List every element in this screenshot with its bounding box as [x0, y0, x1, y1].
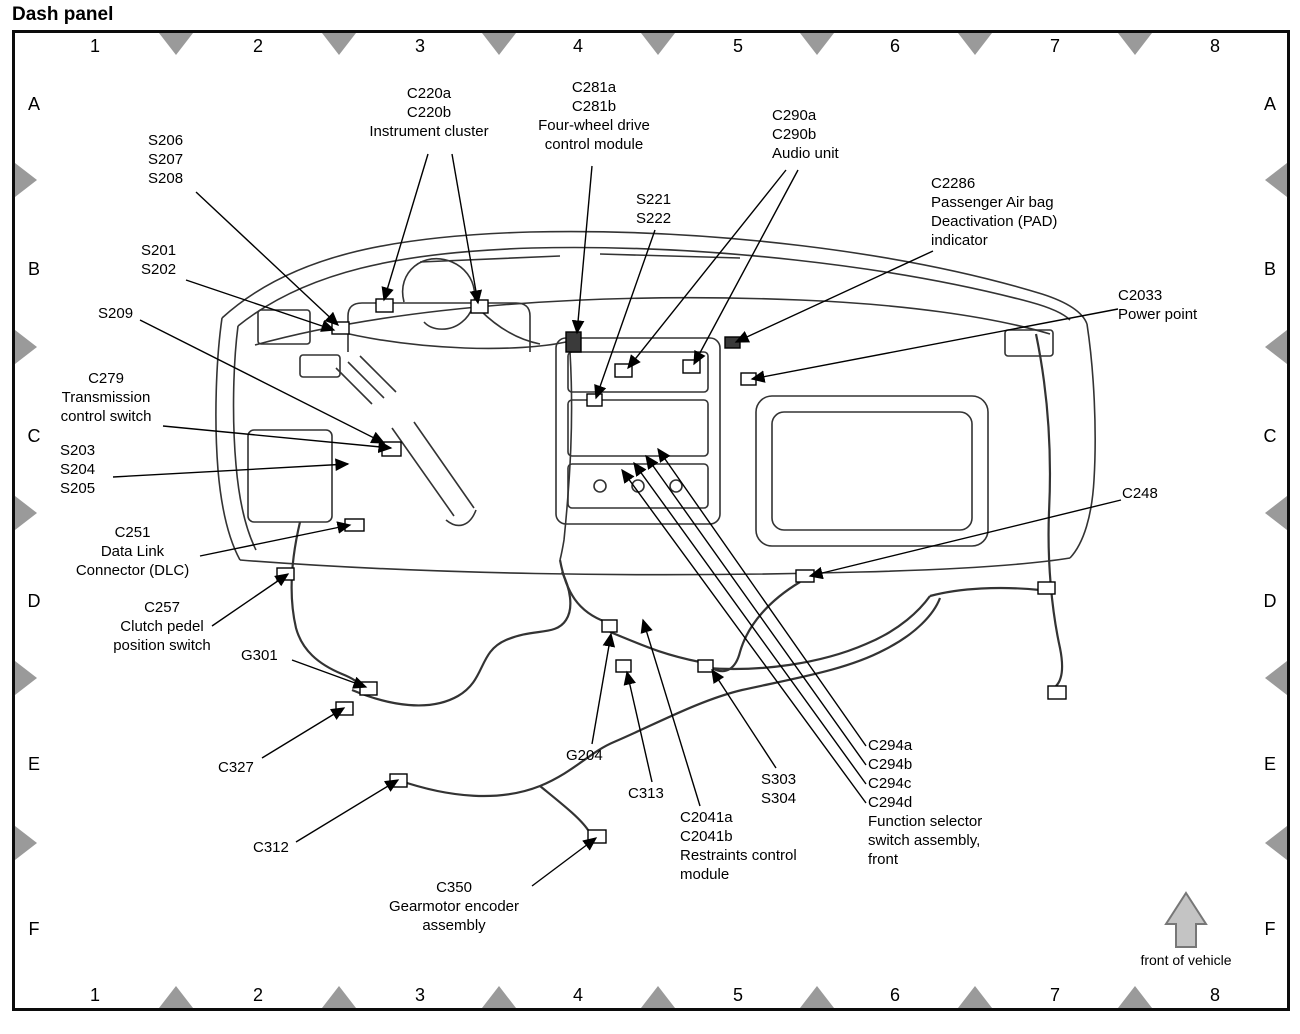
callout-s201-s202: S201 S202 — [141, 242, 177, 278]
wiring-harness — [290, 333, 1064, 831]
grid-marker-icon — [1265, 826, 1287, 860]
grid-marker-icon — [958, 33, 992, 55]
page-title: Dash panel — [12, 4, 114, 25]
callout-clutch-switch: C257 Clutch pedel position switch — [113, 599, 211, 654]
grid-col-label: 1 — [89, 985, 100, 1005]
grid-row-label: F — [28, 919, 40, 939]
grid-row-label: D — [27, 591, 41, 611]
grid-marker-icon — [15, 496, 37, 530]
grid-col-label: 1 — [89, 36, 100, 56]
callout-c248: C248 — [1122, 485, 1158, 502]
grid-marker-icon — [1265, 496, 1287, 530]
grid-row-label: D — [1263, 591, 1277, 611]
callout-c313: C313 — [628, 785, 664, 802]
callout-audio-unit: C290a C290b Audio unit — [772, 107, 839, 162]
callout-power-point: C2033 Power point — [1118, 287, 1198, 323]
grid-col-label: 8 — [1209, 36, 1220, 56]
front-of-vehicle-arrow-icon — [1164, 891, 1208, 948]
grid-row-label: C — [1263, 426, 1277, 446]
grid-col-label: 3 — [414, 985, 425, 1005]
grid-marker-icon — [322, 33, 356, 55]
callout-function-selector: C294a C294b C294c C294d Function selecto… — [868, 737, 983, 868]
grid-col-label: 5 — [732, 985, 743, 1005]
grid-col-label: 7 — [1049, 985, 1060, 1005]
grid-marker-icon — [15, 826, 37, 860]
callout-transmission-switch: C279 Transmission control switch — [60, 370, 152, 425]
grid-marker-icon — [482, 33, 516, 55]
grid-marker-icon — [1265, 163, 1287, 197]
grid-row-label: B — [1263, 259, 1276, 279]
grid-row-label: E — [1263, 754, 1276, 774]
callout-gearmotor: C350 Gearmotor encoder assembly — [388, 879, 520, 934]
grid-row-label: E — [27, 754, 40, 774]
grid-col-label: 7 — [1049, 36, 1060, 56]
grid-col-label: 2 — [252, 36, 263, 56]
grid-marker-icon — [641, 986, 675, 1008]
grid-marker-icon — [322, 986, 356, 1008]
callout-g204: G204 — [566, 747, 603, 764]
grid-marker-icon — [1118, 986, 1152, 1008]
callout-s303-s304: S303 S304 — [761, 771, 797, 807]
leader-arrows — [112, 153, 1122, 887]
grid-marker-icon — [1265, 330, 1287, 364]
grid-marker-icon — [800, 986, 834, 1008]
grid-marker-icon — [1118, 33, 1152, 55]
grid-marker-icon — [958, 986, 992, 1008]
diagram-frame — [12, 30, 1290, 1011]
grid-row-label: B — [27, 259, 40, 279]
grid-col-label: 4 — [572, 36, 583, 56]
grid-col-label: 4 — [572, 985, 583, 1005]
grid-row-label: A — [27, 94, 40, 114]
grid-col-label: 6 — [889, 985, 900, 1005]
callout-fourwd-module: C281a C281b Four-wheel drive control mod… — [538, 79, 650, 153]
callout-s206-s208: S206 S207 S208 — [148, 132, 184, 187]
callout-s209: S209 — [98, 305, 134, 322]
grid-row-label: F — [1264, 919, 1276, 939]
grid-marker-icon — [159, 33, 193, 55]
grid-row-label: C — [27, 426, 41, 446]
grid-marker-icon — [641, 33, 675, 55]
dash-outline — [215, 230, 1096, 576]
grid-col-label: 3 — [414, 36, 425, 56]
grid-col-label: 2 — [252, 985, 263, 1005]
grid-col-label: 8 — [1209, 985, 1220, 1005]
callout-s221-s222: S221 S222 — [636, 191, 672, 227]
grid-marker-icon — [482, 986, 516, 1008]
grid-marker-icon — [800, 33, 834, 55]
grid-row-label: A — [1263, 94, 1276, 114]
callout-pad-indicator: C2286 Passenger Air bag Deactivation (PA… — [931, 175, 1058, 249]
front-of-vehicle-label: front of vehicle — [1140, 952, 1232, 968]
grid-col-label: 5 — [732, 36, 743, 56]
callout-c327: C327 — [218, 759, 254, 776]
grid-marker-icon — [15, 330, 37, 364]
callout-dlc: C251 Data Link Connector (DLC) — [75, 524, 190, 579]
grid-marker-icon — [1265, 661, 1287, 695]
grid-marker-icon — [15, 163, 37, 197]
grid-marker-icon — [15, 661, 37, 695]
grid-col-label: 6 — [889, 36, 900, 56]
grid-marker-icon — [159, 986, 193, 1008]
callout-instrument-cluster: C220a C220b Instrument cluster — [369, 85, 489, 140]
callout-c312: C312 — [253, 839, 289, 856]
callout-restraints-module: C2041a C2041b Restraints control module — [680, 809, 797, 883]
callout-s203-s205: S203 S204 S205 — [60, 442, 96, 497]
callout-g301: G301 — [241, 647, 278, 664]
